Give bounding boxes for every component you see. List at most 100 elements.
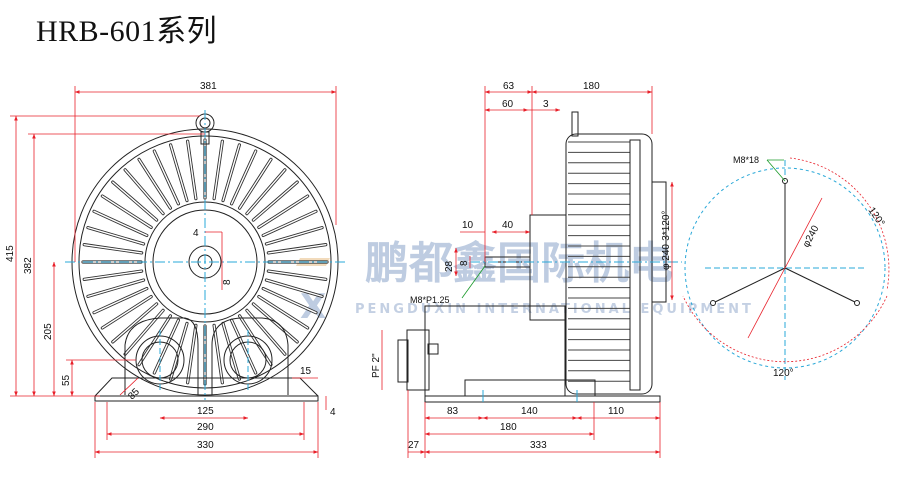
cooling-fin-highlight [213,324,224,384]
pipe-stub [406,329,430,391]
thread-label: M8*P1.25 [410,295,450,305]
cooling-fin-highlight [101,295,152,329]
cooling-fin-highlight [222,322,241,380]
cooling-fin-highlight [258,195,309,229]
cooling-fin-highlight [265,226,323,245]
pipe-label: PF 2" [371,353,382,378]
flange-angle-arc-bottom [682,295,888,363]
side-rear-cover [629,139,641,391]
label-85: 85 [126,386,142,402]
label-60: 60 [502,99,514,110]
cooling-fin-highlight [124,309,164,355]
cooling-fin-highlight [153,150,180,205]
cooling-fin-highlight [101,195,152,229]
cooling-fin-highlight [93,210,148,237]
pipe-flange [397,339,409,383]
flange-bolt-left [710,300,716,306]
side-flange [651,181,667,303]
label-330: 330 [197,440,214,451]
cooling-fin-highlight [246,169,286,215]
front-base-plate [94,395,319,402]
label-381: 381 [200,81,217,92]
side-lifting-eye [571,111,579,137]
label-63: 63 [503,81,515,92]
front-cooling-fins [81,138,329,386]
flange-label: φ 240-3*120° [661,211,672,270]
label-125: 125 [197,406,214,417]
side-view [397,111,682,403]
flange-bolt-right [854,300,860,306]
side-callouts [461,265,486,299]
label-10: 10 [462,220,474,231]
flange-bolt-label: M8*18 [733,155,759,165]
thread-callout-leader [461,265,486,299]
cooling-fin-highlight [112,303,158,343]
cooling-fin-highlight [252,181,298,221]
front-dimensions [10,86,337,458]
side-cooling-fins [568,141,630,382]
cooling-fin-highlight [153,319,180,374]
cooling-fin-highlight [222,144,241,202]
cooling-fin-highlight [83,270,143,281]
flange-diameter-label: φ240 [801,223,822,249]
flange-spoke-right [784,267,858,304]
cooling-fin-highlight [138,158,172,209]
label-333: 333 [530,440,547,451]
flange-angle-arc-right [789,157,890,291]
side-dimension-labels: 63 180 60 3 10 40 28 8 M8*P1.25 PF 2" φ … [371,81,672,451]
motor-face [529,214,567,321]
pipe-clamp [427,343,439,355]
label-290: 290 [197,422,214,433]
label-180-bottom: 180 [500,422,517,433]
label-415: 415 [5,245,16,262]
label-28: 28 [444,260,455,272]
label-15: 15 [300,366,312,377]
label-110: 110 [608,406,624,417]
label-hub-8: 8 [222,279,233,285]
flange-spoke-left [712,267,786,304]
side-base-plate [424,395,661,403]
cooling-fin-highlight [267,243,327,254]
cooling-fin-highlight [262,287,317,314]
cooling-fin-highlight [230,150,257,205]
page-title: HRB-601系列 [36,15,218,48]
cooling-fin-highlight [246,309,286,355]
port-right-housing [211,317,289,395]
bolt-callout-leader-2 [766,159,786,182]
cooling-fin-highlight [258,295,309,329]
label-83: 83 [447,406,459,417]
cooling-fin-highlight [262,210,317,237]
label-8: 8 [459,260,470,266]
label-hub-4: 4 [193,228,199,239]
cooling-fin-highlight [87,279,145,298]
cooling-fin-highlight [112,181,158,221]
cooling-fin-highlight [93,287,148,314]
cooling-fin-highlight [87,226,145,245]
cooling-fin-highlight [252,303,298,343]
label-382: 382 [23,257,34,274]
cooling-fin-highlight [213,140,224,200]
front-base-feet [94,377,319,397]
cooling-fin-highlight [230,319,257,374]
cooling-fin-highlight [238,158,272,209]
label-205: 205 [43,323,54,340]
label-180-top: 180 [583,81,600,92]
flange-angle-label-b: 120° [773,368,794,379]
cooling-fin-highlight [169,144,188,202]
cooling-fin-highlight [186,140,197,200]
cooling-fin-highlight [169,322,188,380]
flange-view [682,157,890,380]
cooling-fin-highlight [83,243,143,254]
flange-labels: M8*18 φ240 120° 120° [733,155,886,379]
watermark: 鹏都鑫国际机电 PENGDUXIN INTERNATIONAL EQUIPMEN… [296,238,751,327]
flange-diameter-line-2 [747,267,786,339]
flange-angle-label-a: 120° [866,205,887,228]
label-55: 55 [61,374,72,386]
cooling-fin-highlight [186,324,197,384]
port-left-housing [124,317,199,395]
flange-diameter-line [784,197,823,269]
cooling-fin-highlight [267,270,327,281]
side-dimensions [381,86,674,458]
label-3: 3 [543,99,549,110]
